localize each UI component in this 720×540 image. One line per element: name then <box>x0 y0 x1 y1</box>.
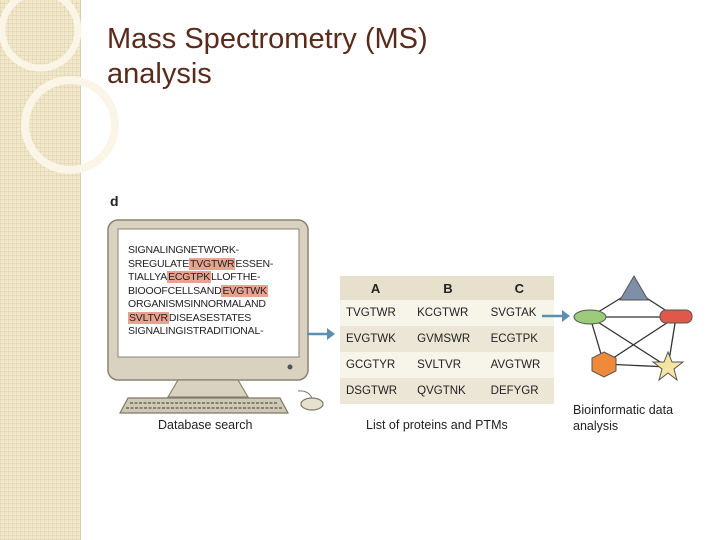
title-line-2: analysis <box>107 58 212 90</box>
text-segment: DISEASESTATES <box>168 311 252 324</box>
text-segment: SREGULATE <box>128 257 190 270</box>
table-cell: DEFYGR <box>484 378 554 404</box>
highlighted-peptide: ECGTPK <box>167 271 212 283</box>
monitor-text-line: ORGANISMSINNORMALAND <box>128 298 298 312</box>
highlighted-peptide: TVGTWR <box>189 257 236 270</box>
monitor-screen <box>117 228 300 358</box>
arrow-to-table <box>307 328 335 340</box>
table-cell: KCGTWR <box>411 300 485 326</box>
table-cell: GCGTYR <box>340 352 412 378</box>
protein-table: A B C TVGTWR KCGTWR SVGTAK EVGTWK GVMSWR… <box>340 276 554 404</box>
monitor-text: SIGNALINGNETWORK-SREGULATETVGTWRESSEN-TI… <box>128 244 298 339</box>
mouse <box>300 397 324 411</box>
caption-bioinformatic-line-1: Bioinformatic data <box>573 403 674 417</box>
triangle-node <box>619 275 649 301</box>
table-row: EVGTWK GVMSWR ECGTPK <box>340 326 554 352</box>
text-segment: BIOOOFCELLSAND <box>128 284 222 297</box>
red-pill-node <box>659 309 693 324</box>
decorative-circles <box>0 0 119 174</box>
green-ellipse-node <box>573 309 607 325</box>
table-cell: SVGTAK <box>484 300 554 326</box>
power-led <box>287 364 293 370</box>
table-header-a: A <box>340 276 412 300</box>
text-segment: LLOFTHE- <box>211 271 261 283</box>
hexagon-node <box>591 351 617 378</box>
table-row: TVGTWR KCGTWR SVGTAK <box>340 300 554 326</box>
arrow-to-network <box>542 310 570 322</box>
table-cell: TVGTWR <box>340 300 412 326</box>
computer-illustration <box>107 219 324 414</box>
monitor-text-line: SIGNALINGNETWORK- <box>128 244 298 258</box>
table-cell: AVGTWR <box>484 352 554 378</box>
highlighted-peptide: SVLTVR <box>128 311 169 324</box>
slide-title: Mass Spectrometry (MS) analysis <box>107 22 527 92</box>
text-segment: TIALLYA <box>128 271 168 283</box>
table-cell: SVLTVR <box>411 352 485 378</box>
monitor-text-line: SIGNALINGISTRADITIONAL- <box>128 325 298 339</box>
highlighted-peptide: EVGTWK <box>221 284 268 297</box>
text-segment: SIGNALINGISTRADITIONAL- <box>128 325 264 337</box>
table-cell: QVGTNK <box>411 378 485 404</box>
text-segment: SIGNALINGNETWORK- <box>128 244 239 256</box>
network-diagram <box>573 275 693 382</box>
star-node <box>651 350 685 382</box>
table-cell: EVGTWK <box>340 326 412 352</box>
caption-bioinformatic-line-2: analysis <box>573 419 619 433</box>
table-row: GCGTYR SVLTVR AVGTWR <box>340 352 554 378</box>
keyboard <box>119 397 289 414</box>
text-segment: ORGANISMSINNORMALAND <box>128 298 266 310</box>
panel-label: d <box>110 193 119 209</box>
monitor-text-line: SREGULATETVGTWRESSEN- <box>128 257 298 272</box>
caption-proteins-ptms: List of proteins and PTMs <box>366 418 508 432</box>
table-header-b: B <box>411 276 485 300</box>
table-row: DSGTWR QVGTNK DEFYGR <box>340 378 554 404</box>
monitor-text-line: TIALLYAECGTPKLLOFTHE- <box>128 271 298 285</box>
caption-bioinformatic: Bioinformatic data analysis <box>573 402 673 434</box>
table-cell: GVMSWR <box>411 326 485 352</box>
monitor-stand <box>166 379 250 398</box>
title-line-1: Mass Spectrometry (MS) <box>107 23 428 55</box>
monitor-text-line: BIOOOFCELLSANDEVGTWK <box>128 284 298 299</box>
table-header-c: C <box>484 276 554 300</box>
sidebar-divider <box>80 0 81 540</box>
monitor-text-line: SVLTVRDISEASESTATES <box>128 311 298 326</box>
table-cell: ECGTPK <box>484 326 554 352</box>
caption-database-search: Database search <box>158 418 253 432</box>
table-cell: DSGTWR <box>340 378 412 404</box>
text-segment: ESSEN- <box>235 257 274 270</box>
